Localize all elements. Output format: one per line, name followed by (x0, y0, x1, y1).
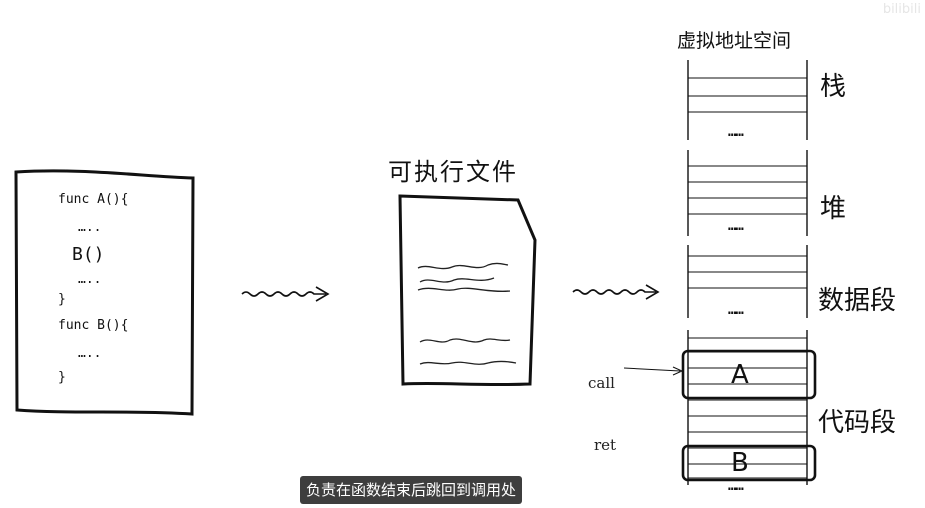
call-label: call (588, 374, 615, 392)
ellipsis-stack: …… (728, 124, 744, 140)
segment-heap-label: 堆 (820, 194, 847, 224)
function-b-label: B (731, 448, 749, 478)
code-line-func-b: func B(){ (58, 318, 129, 333)
segment-data-label: 数据段 (818, 286, 897, 316)
segment-code-label: 代码段 (818, 408, 897, 438)
executable-file-label: 可执行文件 (388, 158, 518, 186)
call-arrow (623, 367, 681, 372)
arrow-to-executable (241, 291, 326, 297)
code-line-ellipsis: ….. (78, 272, 102, 287)
ellipsis-code: …… (728, 478, 744, 494)
code-line-close-brace: } (58, 370, 66, 385)
code-line-func-a: func A(){ (58, 192, 129, 207)
code-line-close-brace: } (58, 292, 66, 307)
code-line-ellipsis: ….. (78, 346, 102, 361)
segment-stack-label: 栈 (820, 72, 847, 102)
function-a-block (681, 349, 817, 400)
function-b-block (681, 444, 817, 482)
watermark: bilibili (882, 2, 921, 17)
file-content-lines (417, 262, 517, 365)
address-space-title: 虚拟地址空间 (677, 30, 792, 52)
source-code-sheet (14, 169, 195, 416)
ret-label: ret (594, 436, 617, 454)
video-subtitle: 负责在函数结束后跳回到调用处 (300, 476, 523, 504)
code-line-ellipsis: ….. (78, 220, 102, 235)
address-space-column (687, 60, 808, 485)
function-a-label: A (731, 360, 749, 390)
ellipsis-heap: …… (728, 218, 744, 234)
code-line-call-b: B() (72, 244, 105, 265)
arrow-to-address-space (572, 289, 656, 295)
ellipsis-data: …… (728, 302, 744, 318)
executable-file-icon (398, 194, 537, 387)
